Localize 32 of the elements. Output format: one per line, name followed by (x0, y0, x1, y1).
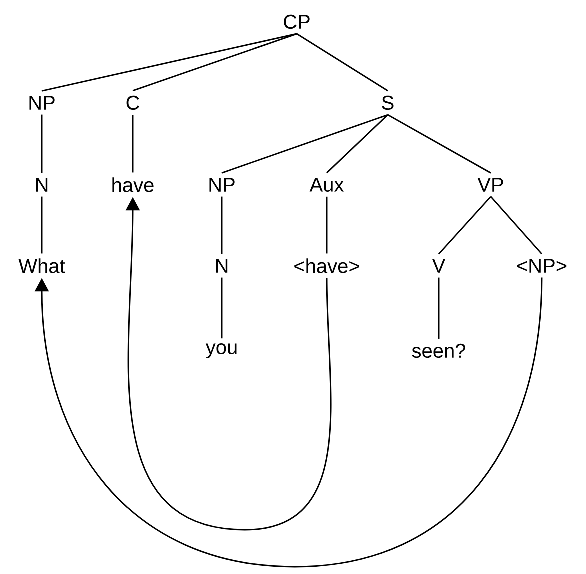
tree-branch (296, 33, 388, 92)
tree-label: CP (284, 14, 310, 30)
tree-label: V (432, 259, 446, 273)
tree-branch (221, 278, 223, 339)
tree-label: NP (30, 96, 55, 110)
tree-branch (388, 114, 492, 174)
tree-label: C (126, 96, 140, 110)
tree-branch (490, 196, 543, 255)
tree-branch (222, 114, 388, 174)
tree-label: N (216, 259, 228, 273)
movement-arrow (34, 278, 543, 568)
tree-label: N (36, 178, 48, 192)
tree-label: NP (210, 178, 235, 192)
tree-label: seen? (412, 344, 466, 358)
tree-branch (42, 33, 298, 92)
tree-branch (41, 114, 43, 174)
tree-branch (41, 196, 43, 254)
tree-branch (132, 115, 134, 173)
tree-label: have (112, 178, 154, 192)
tree-label: S (382, 96, 394, 110)
tree-label: <have> (294, 258, 360, 274)
tree-label: Aux (310, 178, 344, 192)
tree-label: VP (478, 178, 504, 192)
tree-branch (326, 196, 328, 254)
tree-label: What (18, 258, 66, 274)
tree-branch (438, 196, 492, 255)
tree-branch (132, 33, 298, 92)
tree-branch (438, 278, 440, 339)
tree-label: <NP> (517, 259, 567, 273)
tree-label: you (206, 344, 237, 358)
tree-branch (221, 196, 223, 254)
tree-branch (326, 114, 389, 174)
